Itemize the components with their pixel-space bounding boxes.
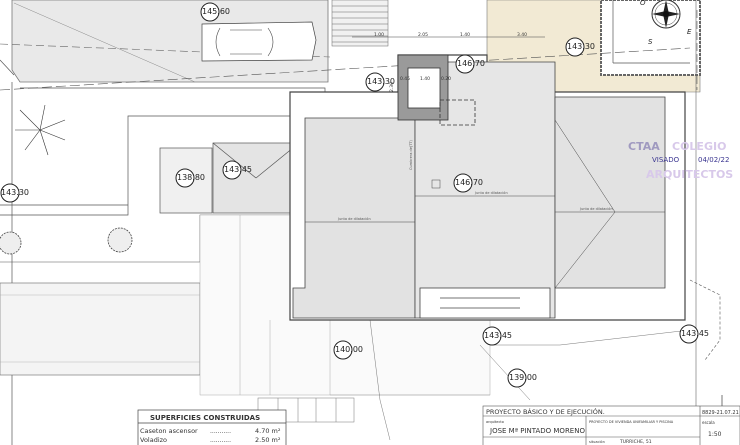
title-block-text: PROYECTO BÁSICO Y DE EJECUCIÓN. 8829-21.… [486,407,739,445]
svg-text:143.30: 143.30 [1,188,29,197]
compass-south: S [648,38,653,46]
svg-text:145.60: 145.60 [202,7,230,16]
svg-text:146.70: 146.70 [457,59,485,68]
level-marker: 138.80 [175,168,205,188]
location-label: situación [589,440,605,444]
joint-note: Junta de dilatación [579,207,613,211]
level-marker: 143.45 [222,160,252,180]
architect-name: JOSE Mª PINTADO MORENO [489,427,585,435]
dimension-label: 0.20 [441,76,451,82]
level-marker: 140.00 [333,340,363,360]
level-marker: 145.60 [200,2,230,22]
elevator-shaft: 0.45 1.40 0.20 2.30 [389,54,476,126]
dimension-label: 2.30 [389,82,395,92]
svg-text:143.45: 143.45 [681,329,709,338]
architect-label: arquitecto [486,420,504,424]
stamp-org: CTAA [628,140,660,153]
svg-text:146.70: 146.70 [455,178,483,187]
palm-tree-icon [15,104,66,156]
scale-value: 1:50 [708,431,722,438]
svg-text:138.80: 138.80 [177,173,205,182]
joint-note: Junta de dilatación [474,191,508,195]
shrub-icon [107,227,133,253]
svg-text:143.45: 143.45 [224,165,252,174]
joint-note: Junta de dilatación [337,217,371,221]
title-block [482,395,740,445]
compass-west: O [640,0,646,7]
site-boundary [689,279,721,361]
level-marker: 143.30 [365,72,395,92]
surface-dots: ........... [210,437,231,444]
surface-label: Voladizo [140,436,167,444]
pool-area [0,214,290,376]
dimension-label: 0.45 [400,76,410,82]
stamp-date: 04/02/22 [698,156,729,164]
compass-east: E [687,28,692,36]
stamp-arquitectos: ARQUITECTOS [646,168,733,181]
dimension-label: 1.40 [420,76,430,82]
project-type: PROYECTO BÁSICO Y DE EJECUCIÓN. [486,407,605,416]
surface-value: 4.70 m² [255,427,281,435]
level-marker: 139.00 [507,368,537,388]
svg-text:143.45: 143.45 [484,331,512,340]
svg-text:143.30: 143.30 [367,77,395,86]
visado-stamp: CTAA COLEGIO VISADO 04/02/22 ARQUITECTOS [628,140,733,181]
main-roof: Junta de dilatación Junta de dilatación … [289,54,686,321]
project-name: PROYECTO DE VIVIENDA UNIFAMILIAR Y PISCI… [589,420,674,424]
ridge-note: Cumbrera de(TT) [409,140,413,170]
gravel-driveway [0,0,331,83]
level-marker: 146.70 [453,173,483,193]
svg-text:139.00: 139.00 [509,373,537,382]
dimension-label: 3.40 [517,32,527,38]
stamp-college: COLEGIO [672,140,726,153]
surface-dots: ........... [210,428,231,435]
dimension-label: 1.00 [374,32,384,38]
level-marker: 143.45 [679,324,709,344]
dimension-label: 1.40 [460,32,470,38]
level-marker: 146.70 [455,54,485,74]
reference: 8829-21.07.21 [702,410,739,416]
car-icon [201,21,317,62]
stamp-visado: VISADO [652,156,680,164]
shrub-icon [0,231,22,255]
dimension-label: 2.05 [418,32,428,38]
level-marker: 143.30 [0,183,29,203]
svg-text:143.30: 143.30 [567,42,595,51]
scale-label: escala [702,420,715,425]
level-marker: 143.30 [565,37,595,57]
staircase [331,0,389,47]
surfaces-title: SUPERFICIES CONSTRUIDAS [150,414,260,422]
level-marker: 143.45 [482,326,512,346]
level-markers: 145.60 143.30 143.30 146.70 138.80 143.4… [0,2,709,388]
surface-label: Caseton ascensor [140,427,198,435]
location-value: TURRICHE, 51 [619,439,652,445]
garden-outline [0,59,326,445]
svg-text:140.00: 140.00 [335,345,363,354]
surfaces-table: SUPERFICIES CONSTRUIDAS Caseton ascensor… [137,409,287,445]
compass-rose-icon: O S E [640,0,692,46]
surface-value: 2.50 m² [255,436,281,444]
